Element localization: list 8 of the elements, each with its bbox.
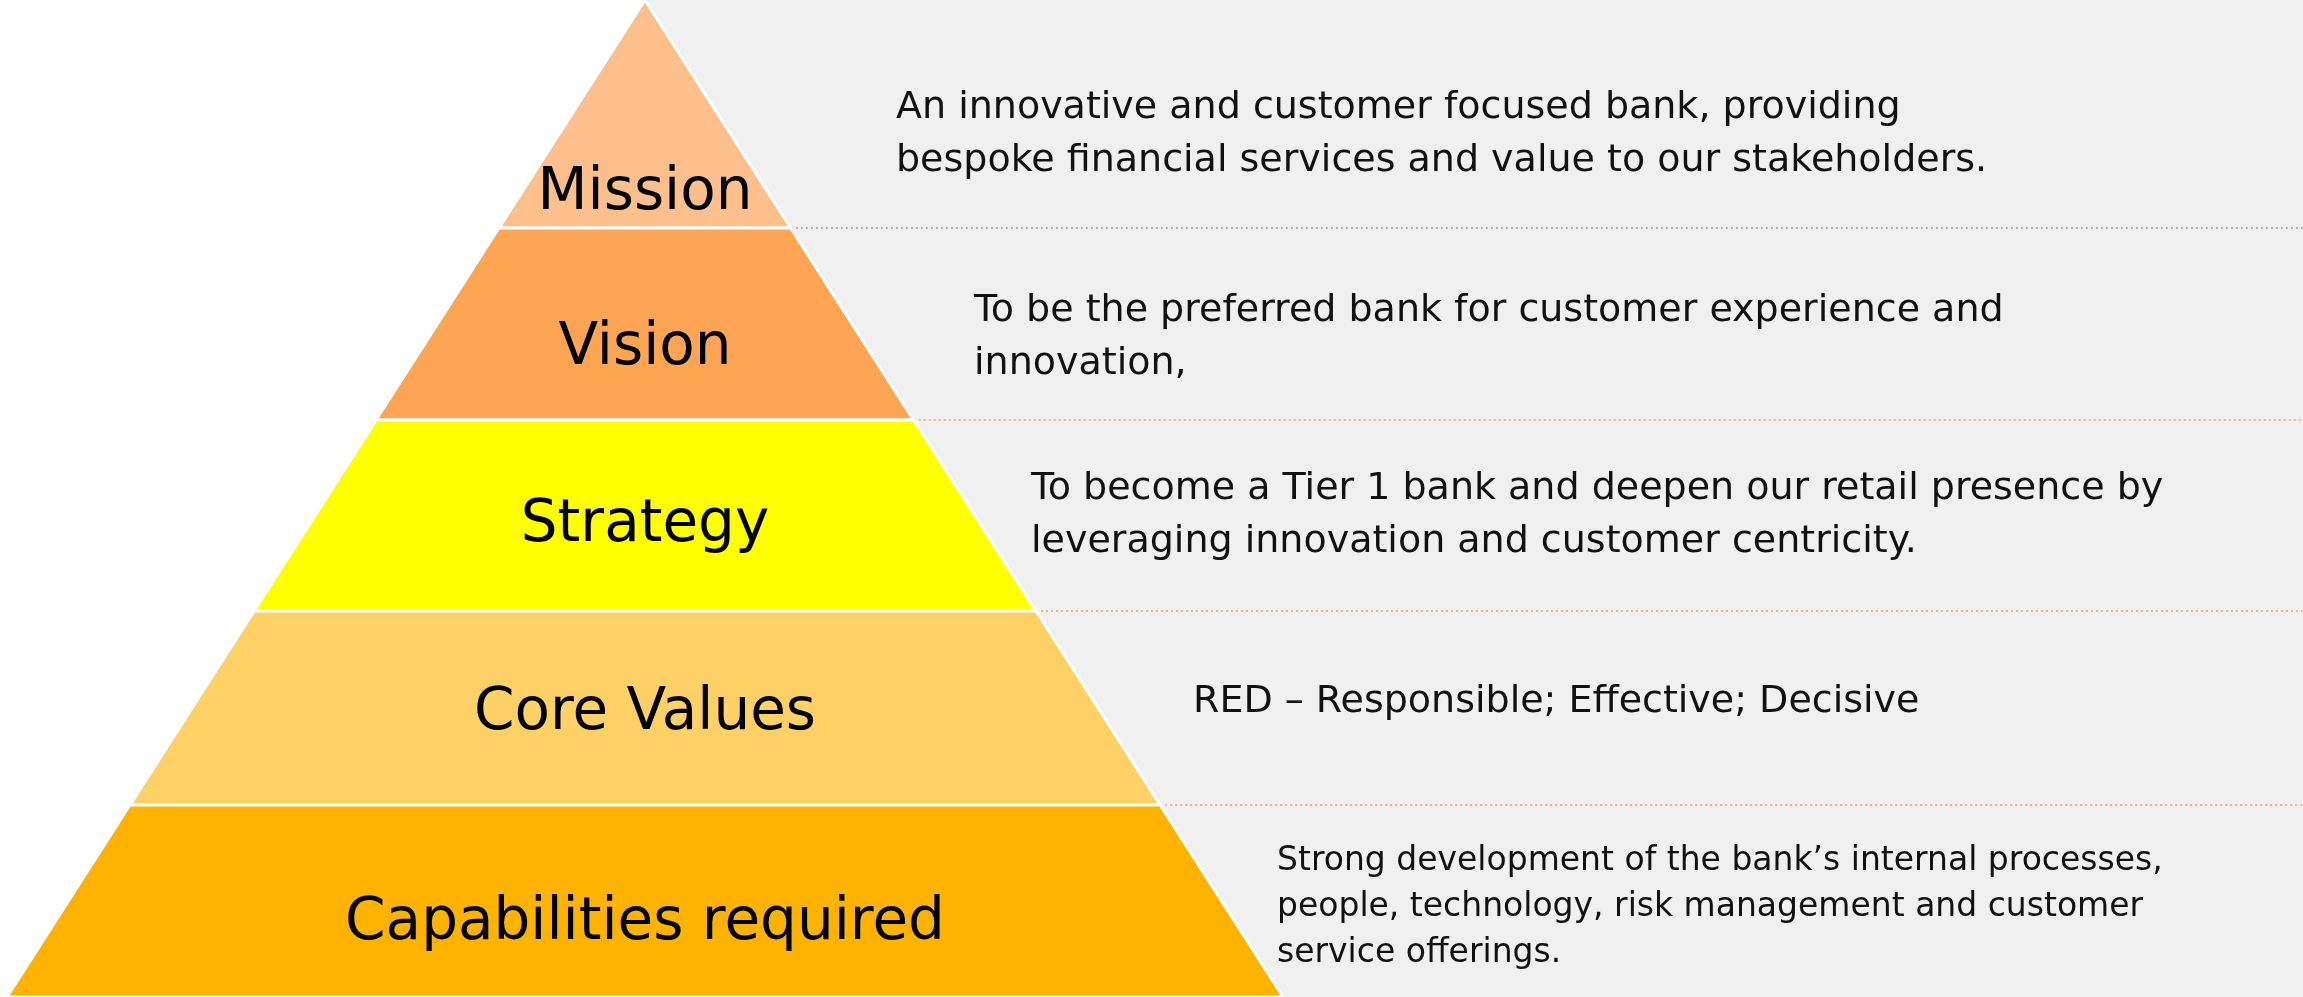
level-description: RED – Responsible; Effective; Decisive — [1193, 676, 1921, 724]
level-label: Core Values — [473, 680, 817, 738]
level-description: To become a Tier 1 bank and deepen our retail presence by leveraging innovation and customer centricity. — [1031, 462, 2165, 563]
level-label: Mission — [537, 160, 753, 218]
level-label: Vision — [558, 315, 732, 373]
level-description: To be the preferred bank for customer experience and innovation, — [974, 284, 2005, 385]
level-description: An innovative and customer focused bank, providing bespoke financial services and value to our stakeholders. — [896, 81, 1989, 182]
level-description: Strong development of the bank’s internal processes, people, technology, risk management and customer service offerings. — [1277, 837, 2164, 973]
